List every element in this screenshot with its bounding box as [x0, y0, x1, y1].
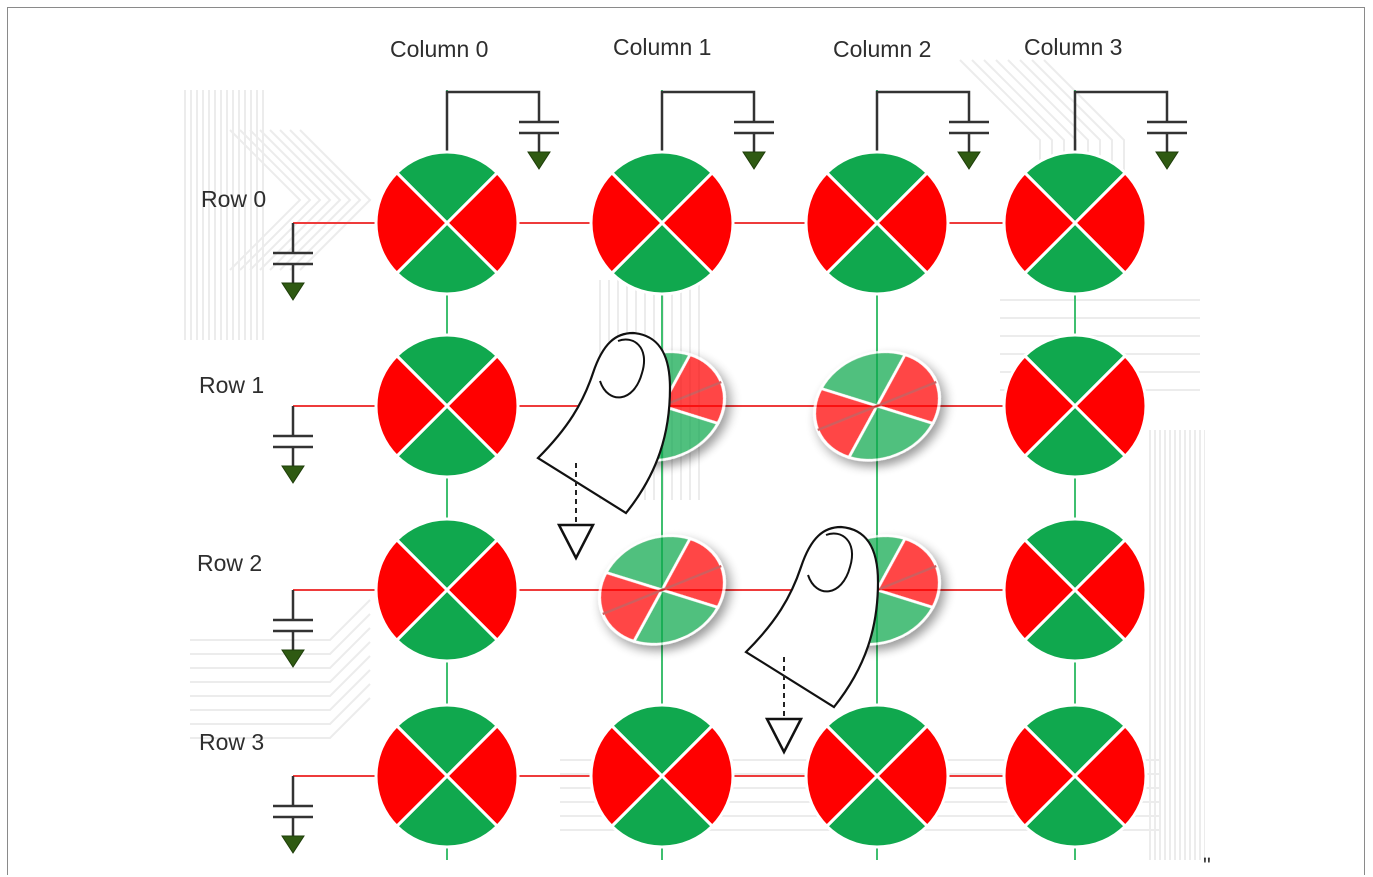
ground-capacitor-icon	[273, 791, 313, 854]
row-labels: Row 0 Row 1 Row 2 Row 3	[197, 186, 266, 755]
row-label: Row 1	[199, 372, 264, 398]
sensor-pad	[804, 150, 950, 296]
sensor-pad	[804, 703, 950, 849]
corner-mark: ʺ	[1203, 853, 1211, 877]
ground-capacitor-icon	[273, 238, 313, 301]
row-label: Row 0	[201, 186, 266, 212]
ground-capacitor-icon	[519, 107, 559, 170]
sensor-pad	[374, 333, 520, 479]
sensor-pad	[1002, 517, 1148, 663]
column-label: Column 2	[833, 36, 931, 62]
ground-capacitor-icon	[734, 107, 774, 170]
ground-symbols	[273, 90, 1187, 854]
press-arrow-head-icon	[556, 523, 596, 561]
column-ground-wire	[875, 90, 971, 152]
pressed-sensor-pad	[598, 534, 726, 646]
sensor-pad	[374, 150, 520, 296]
sensor-pad	[1002, 333, 1148, 479]
row-label: Row 2	[197, 550, 262, 576]
pressed-sensor-pad	[813, 350, 941, 462]
ground-capacitor-icon	[1147, 107, 1187, 170]
finger-icon	[744, 525, 880, 709]
sensor-pad	[374, 517, 520, 663]
column-labels: Column 0 Column 1 Column 2 Column 3	[390, 34, 1122, 62]
sensor-pad	[374, 703, 520, 849]
ground-capacitor-icon	[273, 605, 313, 668]
sensor-pad	[589, 150, 735, 296]
column-ground-wire	[445, 90, 541, 152]
sensor-grid	[374, 150, 1148, 849]
column-label: Column 3	[1024, 34, 1122, 60]
column-label: Column 0	[390, 36, 488, 62]
column-ground-wire	[1073, 90, 1169, 152]
row-label: Row 3	[199, 729, 264, 755]
finger-icon	[536, 331, 672, 515]
press-arrow-head-icon	[764, 717, 804, 755]
sensor-pad	[1002, 150, 1148, 296]
ground-capacitor-icon	[273, 421, 313, 484]
finger-touches	[536, 331, 880, 755]
column-label: Column 1	[613, 34, 711, 60]
column-ground-wire	[660, 90, 756, 152]
ground-capacitor-icon	[949, 107, 989, 170]
sensor-pad	[589, 703, 735, 849]
sensor-pad	[1002, 703, 1148, 849]
